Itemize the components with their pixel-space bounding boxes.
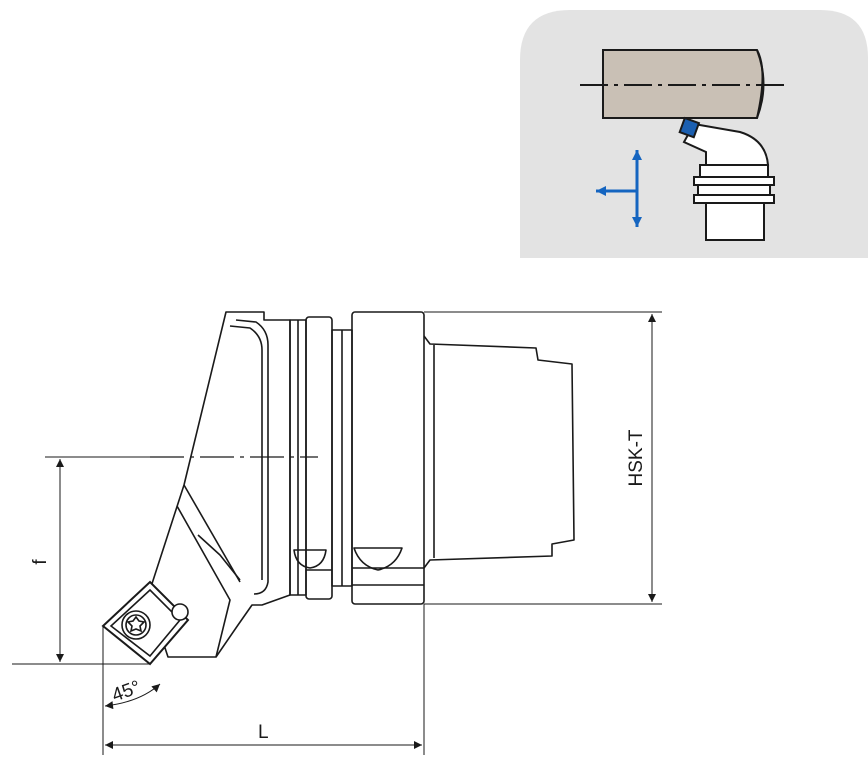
dim-l-label: L — [258, 722, 269, 743]
tool-holder — [147, 311, 575, 658]
dimensions — [12, 311, 662, 755]
inset-tool-holder — [678, 116, 775, 241]
inset-insert — [678, 116, 701, 139]
dim-f-label: f — [30, 559, 51, 565]
groove-ring-2 — [305, 316, 333, 600]
cutting-insert — [101, 580, 190, 666]
hsk-taper-shank — [423, 335, 575, 569]
dim-hsk-label: HSK-T — [626, 429, 647, 486]
groove-ring-4 — [351, 311, 425, 605]
feed-direction-arrows — [596, 150, 642, 227]
dim-angle-label: 45° — [109, 677, 143, 707]
workpiece — [580, 49, 790, 119]
dim-angle-arc — [104, 683, 161, 710]
operation-inset — [520, 10, 868, 258]
